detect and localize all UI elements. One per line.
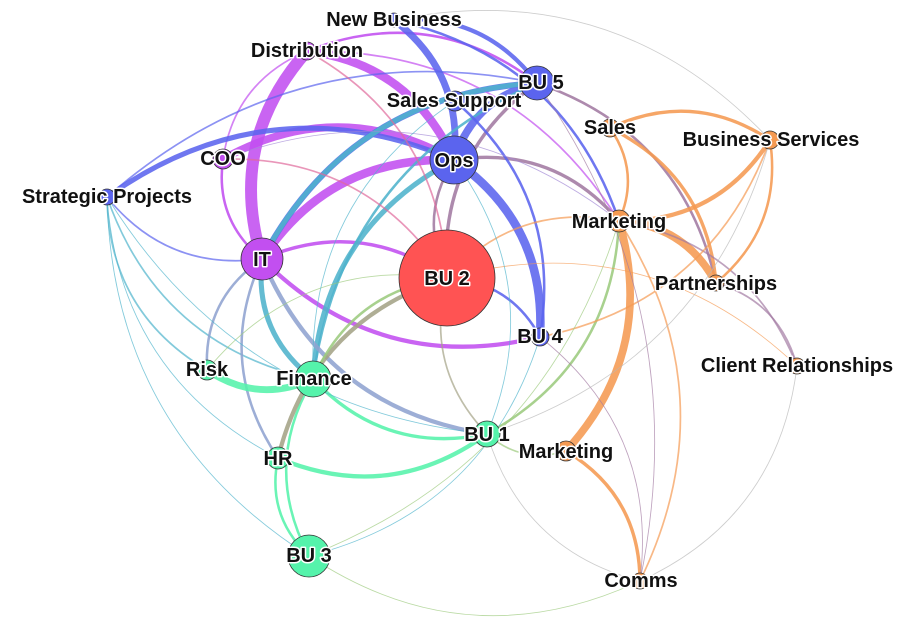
node-label-sales: Sales xyxy=(584,117,636,139)
edge-new-business-bu5 xyxy=(391,17,540,86)
edge-coo-distribution xyxy=(222,50,308,160)
node-new-business xyxy=(386,12,402,28)
edge-bu5-finance xyxy=(311,81,539,381)
node-it xyxy=(240,237,284,281)
edge-bu3-bu4 xyxy=(308,336,541,557)
node-coo xyxy=(212,148,234,170)
node-label-bu4: BU 4 xyxy=(517,326,563,348)
node-label-distribution: Distribution xyxy=(251,40,363,62)
node-layer xyxy=(98,12,806,590)
node-label-sales-support: Sales Support xyxy=(387,90,522,112)
edge-hr-bu1 xyxy=(275,431,490,479)
node-label-hr: HR xyxy=(264,448,293,470)
node-comms xyxy=(631,572,649,590)
edge-marketing-top-bu1 xyxy=(485,219,621,436)
node-bu4 xyxy=(530,327,550,347)
node-finance xyxy=(294,360,332,398)
edge-strategic-projects-bu3 xyxy=(106,196,310,557)
node-label-partnerships: Partnerships xyxy=(655,273,777,295)
edge-business-services-partnerships xyxy=(714,138,774,285)
node-label-marketing-top: Marketing xyxy=(572,211,666,233)
edge-bu4-comms xyxy=(539,336,643,582)
node-risk xyxy=(196,359,218,381)
node-label-bu1: BU 1 xyxy=(464,424,510,446)
node-bu3 xyxy=(287,534,331,578)
edge-layer xyxy=(104,10,798,617)
edge-marketing-bottom-comms xyxy=(564,449,642,583)
node-label-bu5: BU 5 xyxy=(518,72,564,94)
edge-strategic-projects-ops xyxy=(104,125,457,200)
edge-client-relationships-bu2 xyxy=(446,262,798,367)
node-bu1 xyxy=(473,420,501,448)
edge-strategic-projects-hr xyxy=(106,196,279,459)
edge-sales-support-finance xyxy=(312,100,456,380)
node-label-marketing-bottom: Marketing xyxy=(519,441,613,463)
node-sales xyxy=(600,118,620,138)
node-label-bu3: BU 3 xyxy=(286,545,332,567)
edge-business-services-bu4 xyxy=(539,139,771,338)
edge-bu3-marketing-top xyxy=(308,220,620,557)
edge-strategic-projects-risk xyxy=(106,196,208,371)
edge-new-business-business-services xyxy=(393,10,771,141)
edge-comms-bu5 xyxy=(536,82,656,582)
edge-it-bu1 xyxy=(259,256,490,437)
node-label-new-business: New Business xyxy=(326,9,462,31)
node-marketing-bottom xyxy=(555,440,577,462)
node-bu5 xyxy=(519,65,555,101)
edge-marketing-top-client-relationships xyxy=(618,220,798,367)
edge-marketing-top-comms xyxy=(618,220,682,582)
edge-it-hr xyxy=(240,257,280,460)
edge-distribution-bu5 xyxy=(305,31,539,85)
edge-it-bu4 xyxy=(259,256,543,349)
edge-distribution-marketing-top xyxy=(306,50,620,222)
node-label-business-services: Business Services xyxy=(683,129,860,151)
node-label-client-relationships: Client Relationships xyxy=(701,355,893,377)
edge-sales-support-bu4 xyxy=(453,99,546,339)
node-label-bu2: BU 2 xyxy=(424,268,470,290)
node-client-relationships xyxy=(788,357,806,375)
edge-strategic-projects-finance xyxy=(106,196,314,380)
edge-bu5-it xyxy=(259,80,540,262)
edge-it-strategic-projects xyxy=(106,196,263,262)
edge-sales-business-services xyxy=(608,109,772,142)
edge-finance-bu1 xyxy=(311,377,489,441)
edge-bu1-business-services xyxy=(486,139,771,435)
node-label-finance: Finance xyxy=(276,368,352,390)
node-label-comms: Comms xyxy=(604,570,677,592)
edge-comms-client-relationships xyxy=(639,365,798,582)
node-distribution xyxy=(297,41,317,61)
edge-ops-bu1 xyxy=(453,159,512,435)
node-marketing-top xyxy=(607,209,631,233)
edge-ops-bu4 xyxy=(449,155,545,342)
node-label-strategic-projects: Strategic Projects xyxy=(22,186,192,208)
node-sales-support xyxy=(444,90,466,112)
node-hr xyxy=(266,446,290,470)
edge-partnerships-client-relationships xyxy=(715,282,798,367)
node-label-risk: Risk xyxy=(186,359,229,381)
edge-strategic-projects-bu5 xyxy=(106,70,538,198)
node-label-coo: COO xyxy=(200,148,246,170)
edge-bu3-comms xyxy=(308,555,641,617)
edge-bu1-comms xyxy=(486,433,641,582)
node-label-ops: Ops xyxy=(435,150,474,172)
node-business-services xyxy=(760,130,780,150)
edge-marketing-top-business-services xyxy=(616,137,773,224)
node-label-it: IT xyxy=(253,249,271,271)
edge-strategic-projects-bu1 xyxy=(106,196,488,435)
edge-coo-marketing-top xyxy=(222,130,620,222)
edge-finance-bu3 xyxy=(284,377,315,558)
edge-marketing-top-marketing-bottom xyxy=(562,217,634,455)
node-strategic-projects xyxy=(98,188,116,206)
node-bu2 xyxy=(398,229,496,327)
node-partnerships xyxy=(707,274,725,292)
node-ops xyxy=(429,135,479,185)
